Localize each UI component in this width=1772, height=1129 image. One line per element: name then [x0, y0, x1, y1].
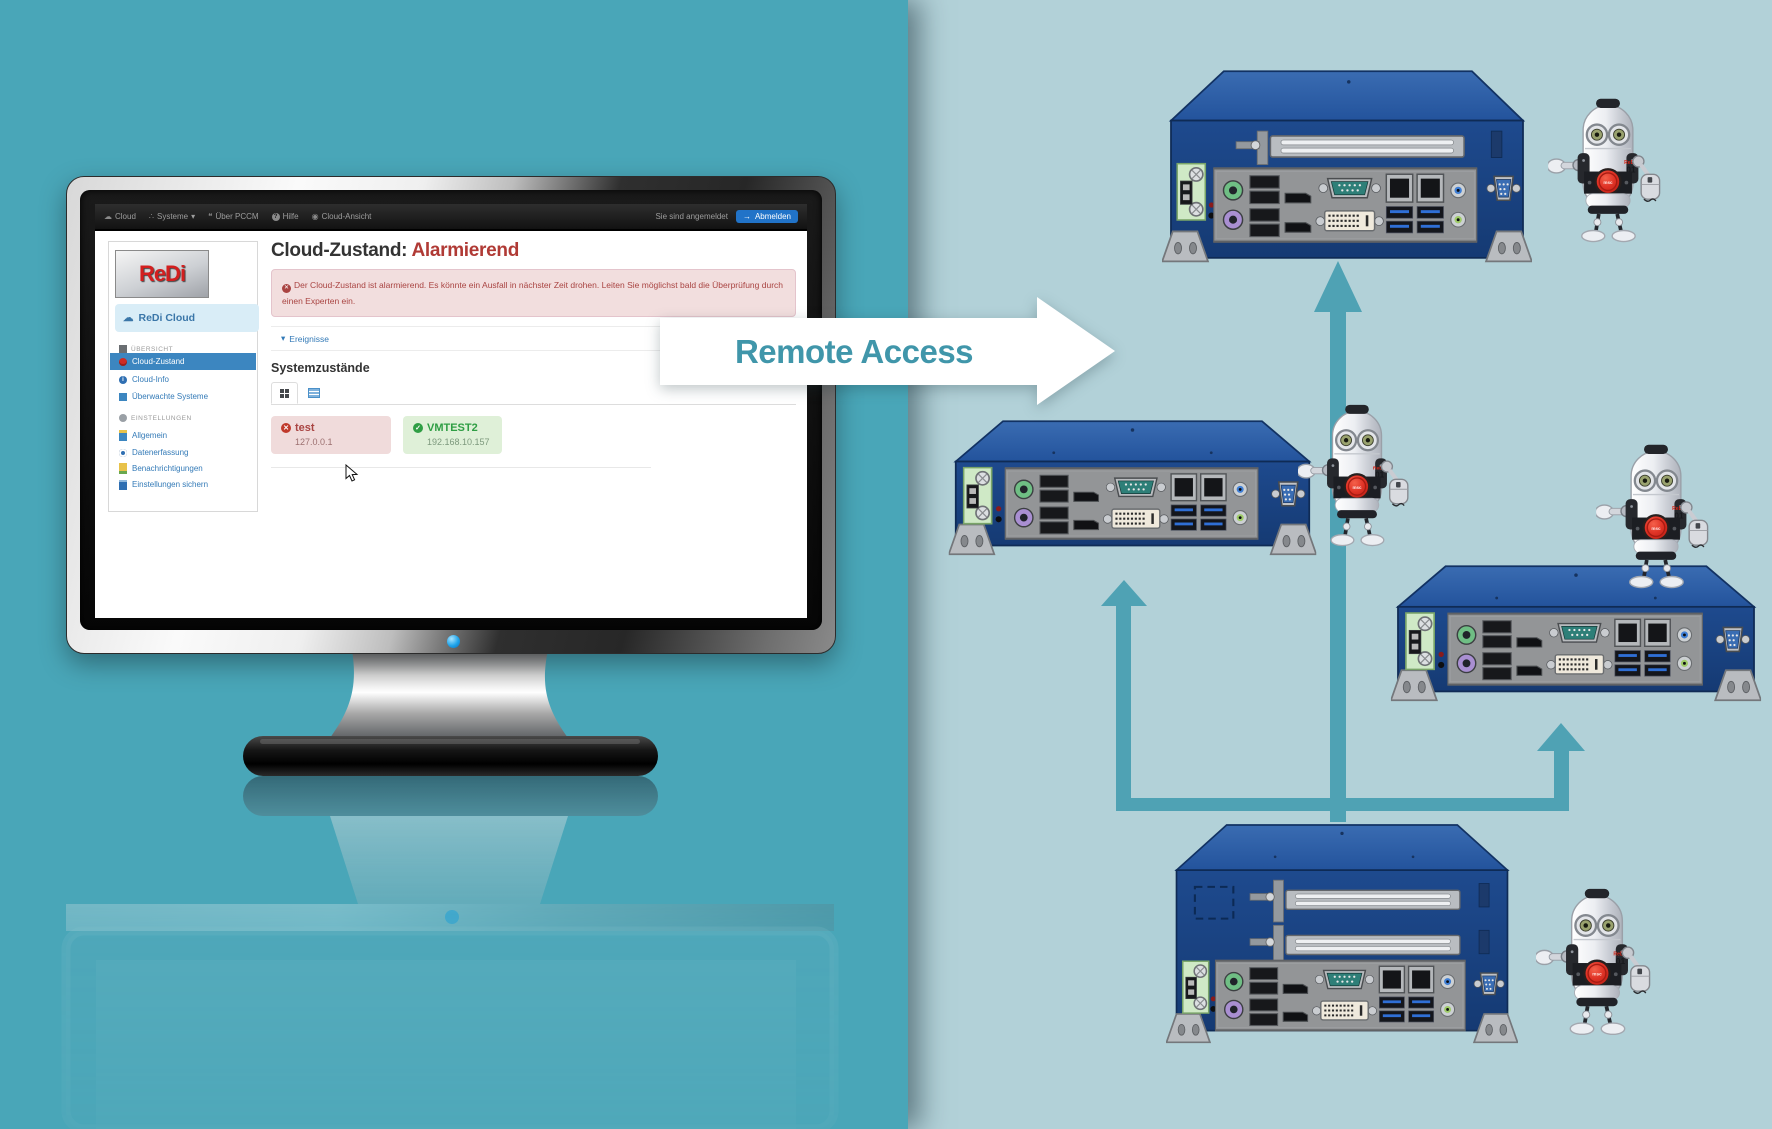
error-status-icon: ✕: [281, 423, 291, 434]
gear-icon: [119, 414, 127, 422]
stand-neck: [330, 650, 568, 738]
tab-grid-view[interactable]: [271, 382, 298, 405]
arrow-to-left-pc: [1101, 580, 1147, 800]
system-status-cards: ✕ test 127.0.0.1 ✓ VMTEST2 192.168.10.15…: [271, 416, 796, 455]
sidebar: ReDi ☁ ReDi Cloud ÜBERSICHT Cloud-Zustan…: [108, 241, 259, 512]
top-navbar: ☁ Cloud ∴ Systeme ▾ ❝ Über PCCM ? Hilfe: [95, 204, 807, 231]
sidebar-item-cloud-zustand[interactable]: Cloud-Zustand: [110, 353, 256, 370]
grid-icon: [279, 388, 290, 399]
sidebar-item-allgemein[interactable]: Allgemein: [110, 427, 256, 444]
save-icon: [119, 479, 127, 490]
nav-item-ueber-pccm[interactable]: ❝ Über PCCM: [208, 211, 259, 221]
error-icon: ✕: [282, 284, 291, 294]
system-ip: 127.0.0.1: [295, 437, 333, 448]
mouse-cursor: [345, 464, 359, 482]
table-icon: [307, 388, 320, 399]
eye-icon: [119, 448, 127, 457]
system-card-vmtest2[interactable]: ✓ VMTEST2 192.168.10.157: [403, 416, 502, 455]
ok-status-icon: ✓: [413, 423, 423, 434]
cloud-icon: ☁: [104, 211, 112, 221]
view-tabs: [271, 382, 796, 406]
page-title: Cloud-Zustand: Alarmierend: [271, 240, 520, 261]
dashboard-icon: [119, 345, 127, 353]
sidebar-section-einstellungen: EINSTELLUNGEN: [119, 412, 254, 424]
sidebar-item-benachrichtigungen[interactable]: Benachrichtigungen: [110, 460, 256, 477]
monitor-reflection: [61, 776, 839, 1129]
monitor: ☁ Cloud ∴ Systeme ▾ ❝ Über PCCM ? Hilfe: [66, 176, 836, 654]
window-icon: [119, 430, 127, 441]
remote-access-label: Remote Access: [734, 332, 974, 370]
stand-base: [243, 736, 658, 776]
sidebar-item-datenerfassung[interactable]: Datenerfassung: [110, 444, 256, 461]
chevron-down-icon: ▾: [191, 212, 196, 221]
divider: [271, 467, 651, 469]
sidebar-home[interactable]: ☁ ReDi Cloud: [115, 304, 259, 332]
robot-middle-left: [1298, 402, 1416, 552]
systems-heading: Systemzustände: [271, 361, 370, 376]
power-led: [447, 635, 460, 648]
pc-middle-left: [948, 416, 1317, 556]
robot-top: [1548, 96, 1668, 248]
nav-item-systeme[interactable]: ∴ Systeme ▾: [148, 211, 196, 221]
robot-middle-right: [1596, 442, 1716, 594]
monitor-screen: ☁ Cloud ∴ Systeme ▾ ❝ Über PCCM ? Hilfe: [95, 204, 807, 618]
caret-down-icon: ▾: [281, 333, 286, 344]
nav-item-hilfe[interactable]: ? Hilfe: [271, 212, 299, 221]
events-toggle[interactable]: ▾ Ereignisse: [271, 326, 796, 352]
alarm-status-icon: [119, 357, 127, 366]
nav-item-cloud[interactable]: ☁ Cloud: [104, 211, 136, 221]
comment-icon: ❝: [208, 211, 213, 221]
info-icon: i: [119, 375, 127, 384]
system-ip: 192.168.10.157: [427, 437, 490, 448]
logout-icon: →: [742, 212, 751, 221]
systems-icon: [119, 392, 127, 401]
main-content: Cloud-Zustand: Alarmierend ✕Der Cloud-Zu…: [271, 240, 796, 469]
sidebar-item-einstellungen-sichern[interactable]: Einstellungen sichern: [110, 476, 256, 493]
cloud-icon: ☁: [123, 312, 134, 324]
sidebar-section-uebersicht: ÜBERSICHT: [119, 343, 254, 355]
nav-item-cloud-ansicht[interactable]: ◉ Cloud-Ansicht: [311, 211, 372, 221]
arrow-to-right-pc: [1537, 723, 1585, 800]
system-card-test[interactable]: ✕ test 127.0.0.1: [271, 416, 391, 455]
robot-bottom: [1536, 886, 1658, 1041]
pc-top: [1162, 70, 1532, 263]
tab-table-view[interactable]: [300, 382, 327, 404]
sitemap-icon: ∴: [148, 211, 154, 221]
help-icon: ?: [271, 212, 280, 221]
eye-icon: ◉: [311, 211, 319, 221]
login-status-text: Sie sind angemeldet: [655, 212, 728, 221]
logout-button[interactable]: → Abmelden: [735, 210, 798, 223]
sidebar-item-cloud-info[interactable]: i Cloud-Info: [110, 371, 256, 388]
redi-logo: ReDi: [115, 250, 209, 298]
cloud-status-value: Alarmierend: [411, 240, 520, 261]
remote-access-arrow: [660, 297, 1115, 405]
pc-bottom: [1166, 824, 1518, 1044]
sidebar-item-ueberwachte-systeme[interactable]: Überwachte Systeme: [110, 388, 256, 405]
alert-banner: ✕Der Cloud-Zustand ist alarmierend. Es k…: [271, 269, 796, 318]
monitor-stand: [243, 650, 658, 776]
arrow-bus-horizontal: [1116, 798, 1569, 811]
notification-icon: [119, 463, 127, 474]
